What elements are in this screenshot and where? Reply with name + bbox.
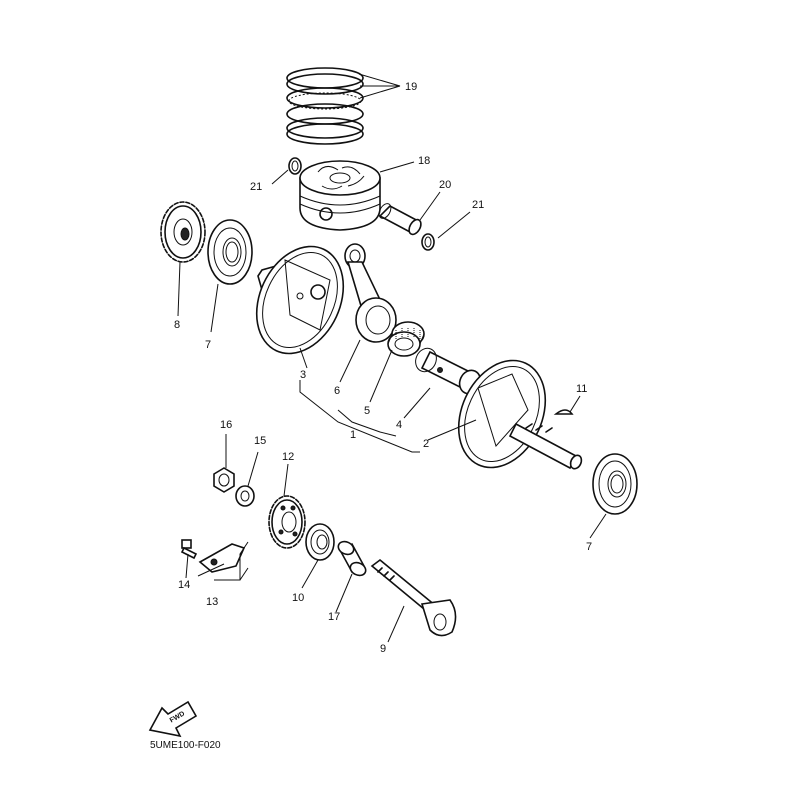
callout-10: 10 [292,592,304,604]
crank-bearing-right [592,453,638,515]
callout-8: 8 [174,319,180,331]
callout-13: 13 [206,596,218,608]
balancer-drive-gear [268,495,306,549]
callout-1: 1 [350,429,356,441]
callout-15: 15 [254,435,266,447]
callout-9: 9 [380,643,386,655]
crank-bearing-left [207,219,253,285]
callout-16: 16 [220,419,232,431]
callout-6: 6 [334,385,340,397]
nut [213,467,235,493]
piston [299,160,381,231]
callout-7-lower: 7 [586,541,592,553]
circlip-right [421,233,435,251]
callout-5: 5 [364,405,370,417]
needle-bearing [387,321,425,357]
circlip-left [288,157,302,175]
callout-11: 11 [576,383,587,395]
balancer-bearing [305,523,335,561]
connecting-rod [344,243,397,343]
callout-4: 4 [396,419,402,431]
callout-18: 18 [418,155,430,167]
retainer-plate [198,543,246,573]
callout-12: 12 [282,451,294,463]
fwd-arrow-icon: FWD [148,700,198,738]
lock-washer [235,485,255,507]
callout-labels: 19 18 21 20 21 8 7 3 6 5 4 1 2 11 7 16 1… [174,81,592,655]
callout-20: 20 [439,179,451,191]
callout-3: 3 [300,369,306,381]
callout-21-right: 21 [472,199,484,211]
leader-lines [177,73,607,643]
bolt [180,539,198,560]
callout-19: 19 [405,81,417,93]
balancer-needle-bearing [337,540,367,577]
callout-14: 14 [178,579,190,591]
piston-pin [378,203,422,236]
callout-17: 17 [328,611,340,623]
piston-rings [286,67,364,145]
figure-code: 5UME100-F020 [150,740,221,751]
callout-2: 2 [423,438,429,450]
primary-drive-gear [160,201,206,263]
crank-web-right [457,359,583,470]
callout-7-upper: 7 [205,339,211,351]
woodruff-key [553,409,574,415]
crank-web-left [255,245,345,355]
balancer-shaft [370,558,457,637]
callout-21-left: 21 [250,181,262,193]
